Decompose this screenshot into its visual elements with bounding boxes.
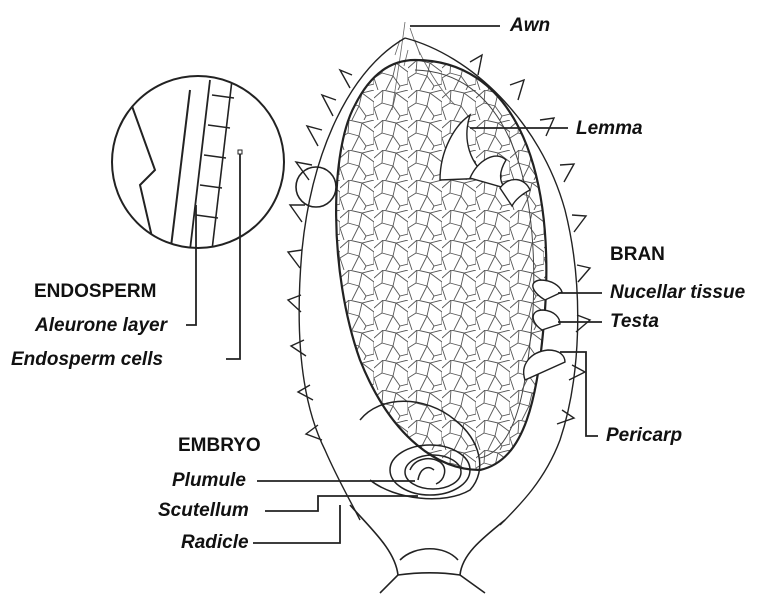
label-radicle: Radicle — [181, 533, 249, 552]
label-scutellum: Scutellum — [158, 501, 249, 520]
label-lemma: Lemma — [576, 119, 643, 138]
magnified-inset — [112, 76, 284, 255]
label-endosperm: ENDOSPERM — [34, 282, 156, 301]
endosperm-body — [320, 55, 560, 480]
label-endosperm-cells: Endosperm cells — [11, 350, 163, 369]
label-bran: BRAN — [610, 245, 665, 264]
label-aleurone-layer: Aleurone layer — [35, 316, 167, 335]
label-testa: Testa — [610, 312, 659, 331]
grain-base — [350, 505, 505, 593]
label-pericarp: Pericarp — [606, 426, 682, 445]
label-embryo: EMBRYO — [178, 436, 261, 455]
label-plumule: Plumule — [172, 471, 246, 490]
label-nucellar-tissue: Nucellar tissue — [610, 283, 745, 302]
label-awn: Awn — [510, 16, 550, 35]
